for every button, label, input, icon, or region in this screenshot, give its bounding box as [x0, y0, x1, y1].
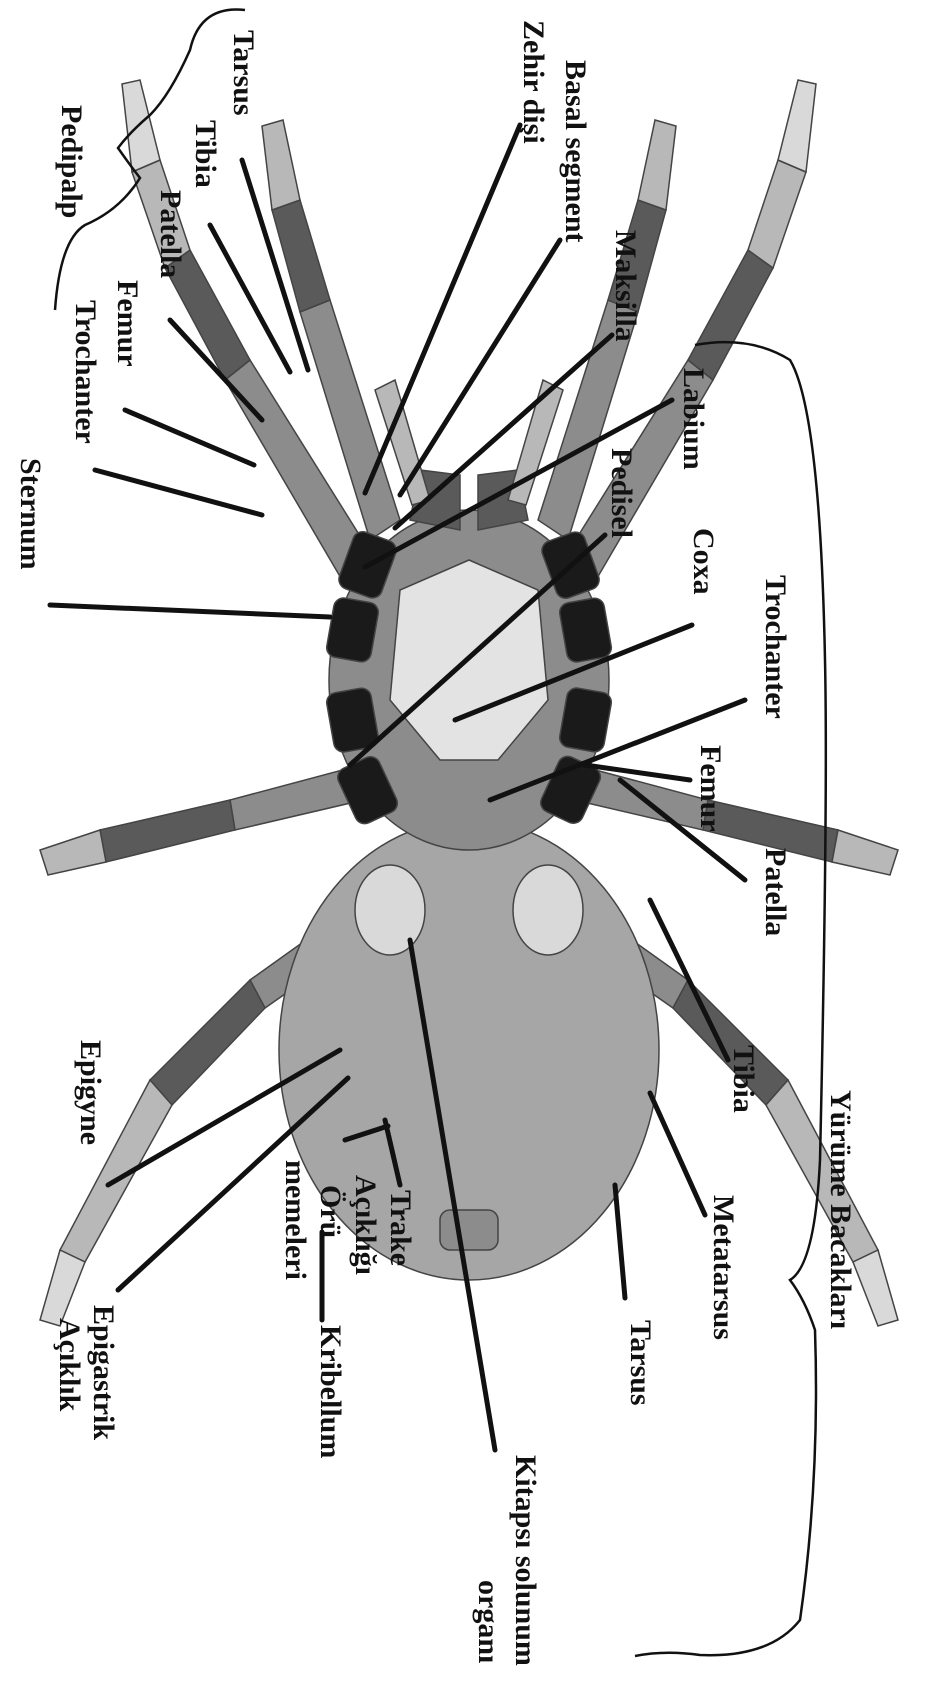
label-tarsus-palp: Tarsus — [228, 30, 258, 116]
label-pedisel: Pedisel — [606, 448, 636, 538]
label-epigastrik-2: Açıklık — [54, 1318, 84, 1411]
label-epigastrik-1: Epigastrik — [88, 1305, 118, 1440]
label-epigyne: Epigyne — [75, 1040, 105, 1145]
label-trake-1: Trake — [385, 1190, 415, 1266]
label-tibia-palp: Tibia — [190, 120, 220, 188]
label-maksilla: Maksilla — [610, 230, 640, 342]
label-sternum: Sternum — [15, 458, 45, 570]
label-kribellum: Kribellum — [315, 1325, 345, 1458]
label-patella-leg: Patella — [760, 848, 790, 936]
label-yurume-bacaklari: Yürüme Bacakları — [825, 1090, 855, 1329]
label-coxa: Coxa — [688, 528, 718, 595]
label-kitapsi-1: Kitapsı solunum — [510, 1455, 540, 1666]
label-tarsus-leg: Tarsus — [625, 1320, 655, 1406]
label-oru-2: memeleri — [280, 1160, 310, 1280]
label-femur-palp: Femur — [112, 280, 142, 367]
label-trake-2: Açıklığı — [350, 1175, 380, 1275]
label-femur-leg: Femur — [695, 745, 725, 832]
label-kitapsi-2: organı — [473, 1580, 503, 1663]
label-pedipalp: Pedipalp — [56, 105, 86, 218]
label-oru-1: Örü — [315, 1185, 345, 1238]
label-metatarsus: Metatarsus — [708, 1195, 738, 1340]
label-trochanter-leg: Trochanter — [760, 575, 790, 719]
label-trochanter-palp: Trochanter — [70, 300, 100, 444]
label-tibia-leg: Tibia — [728, 1045, 758, 1113]
label-zehir-disi: Zehir dişi — [518, 20, 548, 144]
label-patella-palp: Patella — [155, 190, 185, 278]
label-basal-segment: Basal segment — [560, 60, 590, 243]
label-labium: Labium — [678, 368, 708, 470]
